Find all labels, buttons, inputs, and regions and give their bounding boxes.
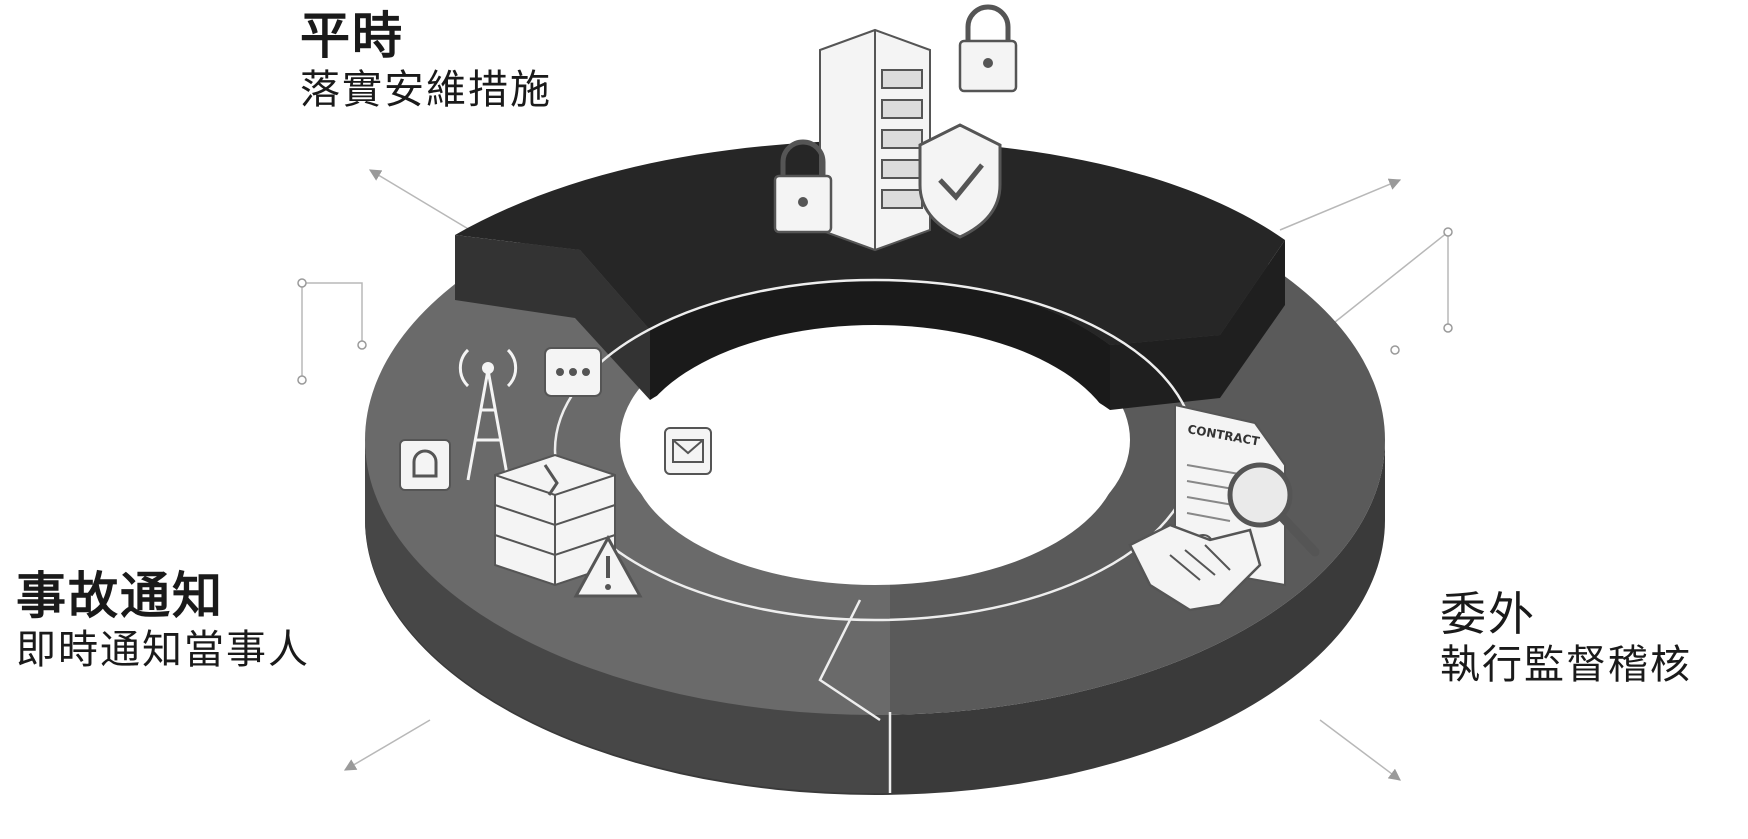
chat-bubble-icon — [544, 347, 602, 397]
mail-icon — [664, 427, 712, 475]
magnifier-icon — [1227, 462, 1320, 557]
padlock-icon — [773, 139, 833, 234]
padlock-icon — [958, 4, 1018, 93]
ring-side-wall — [365, 440, 1385, 795]
stage-title-routine: 平時 — [300, 7, 404, 65]
stage-subtitle-outsourcing: 執行監督稽核 — [1440, 641, 1692, 688]
warning-icon — [573, 534, 643, 598]
broken-server-icon — [494, 453, 616, 587]
stage-title-outsourcing: 委外 — [1440, 587, 1536, 641]
stage-subtitle-routine: 落實安維措施 — [300, 66, 552, 113]
stage-title-incident: 事故通知 — [16, 567, 224, 625]
ring-center — [630, 325, 1120, 585]
shield-check-icon — [918, 123, 1002, 239]
handshake-icon — [1128, 523, 1262, 612]
stage-label-routine: 平時 落實安維措施 — [300, 7, 552, 114]
guide-nodes — [297, 227, 1453, 385]
antenna-icon — [458, 348, 518, 481]
stage-label-outsourcing: 委外 執行監督稽核 — [1440, 588, 1692, 689]
stage-label-incident: 事故通知 即時通知當事人 — [16, 567, 310, 674]
stage-subtitle-incident: 即時通知當事人 — [16, 626, 310, 673]
server-rack-icon — [819, 28, 931, 252]
bell-icon — [399, 439, 451, 491]
